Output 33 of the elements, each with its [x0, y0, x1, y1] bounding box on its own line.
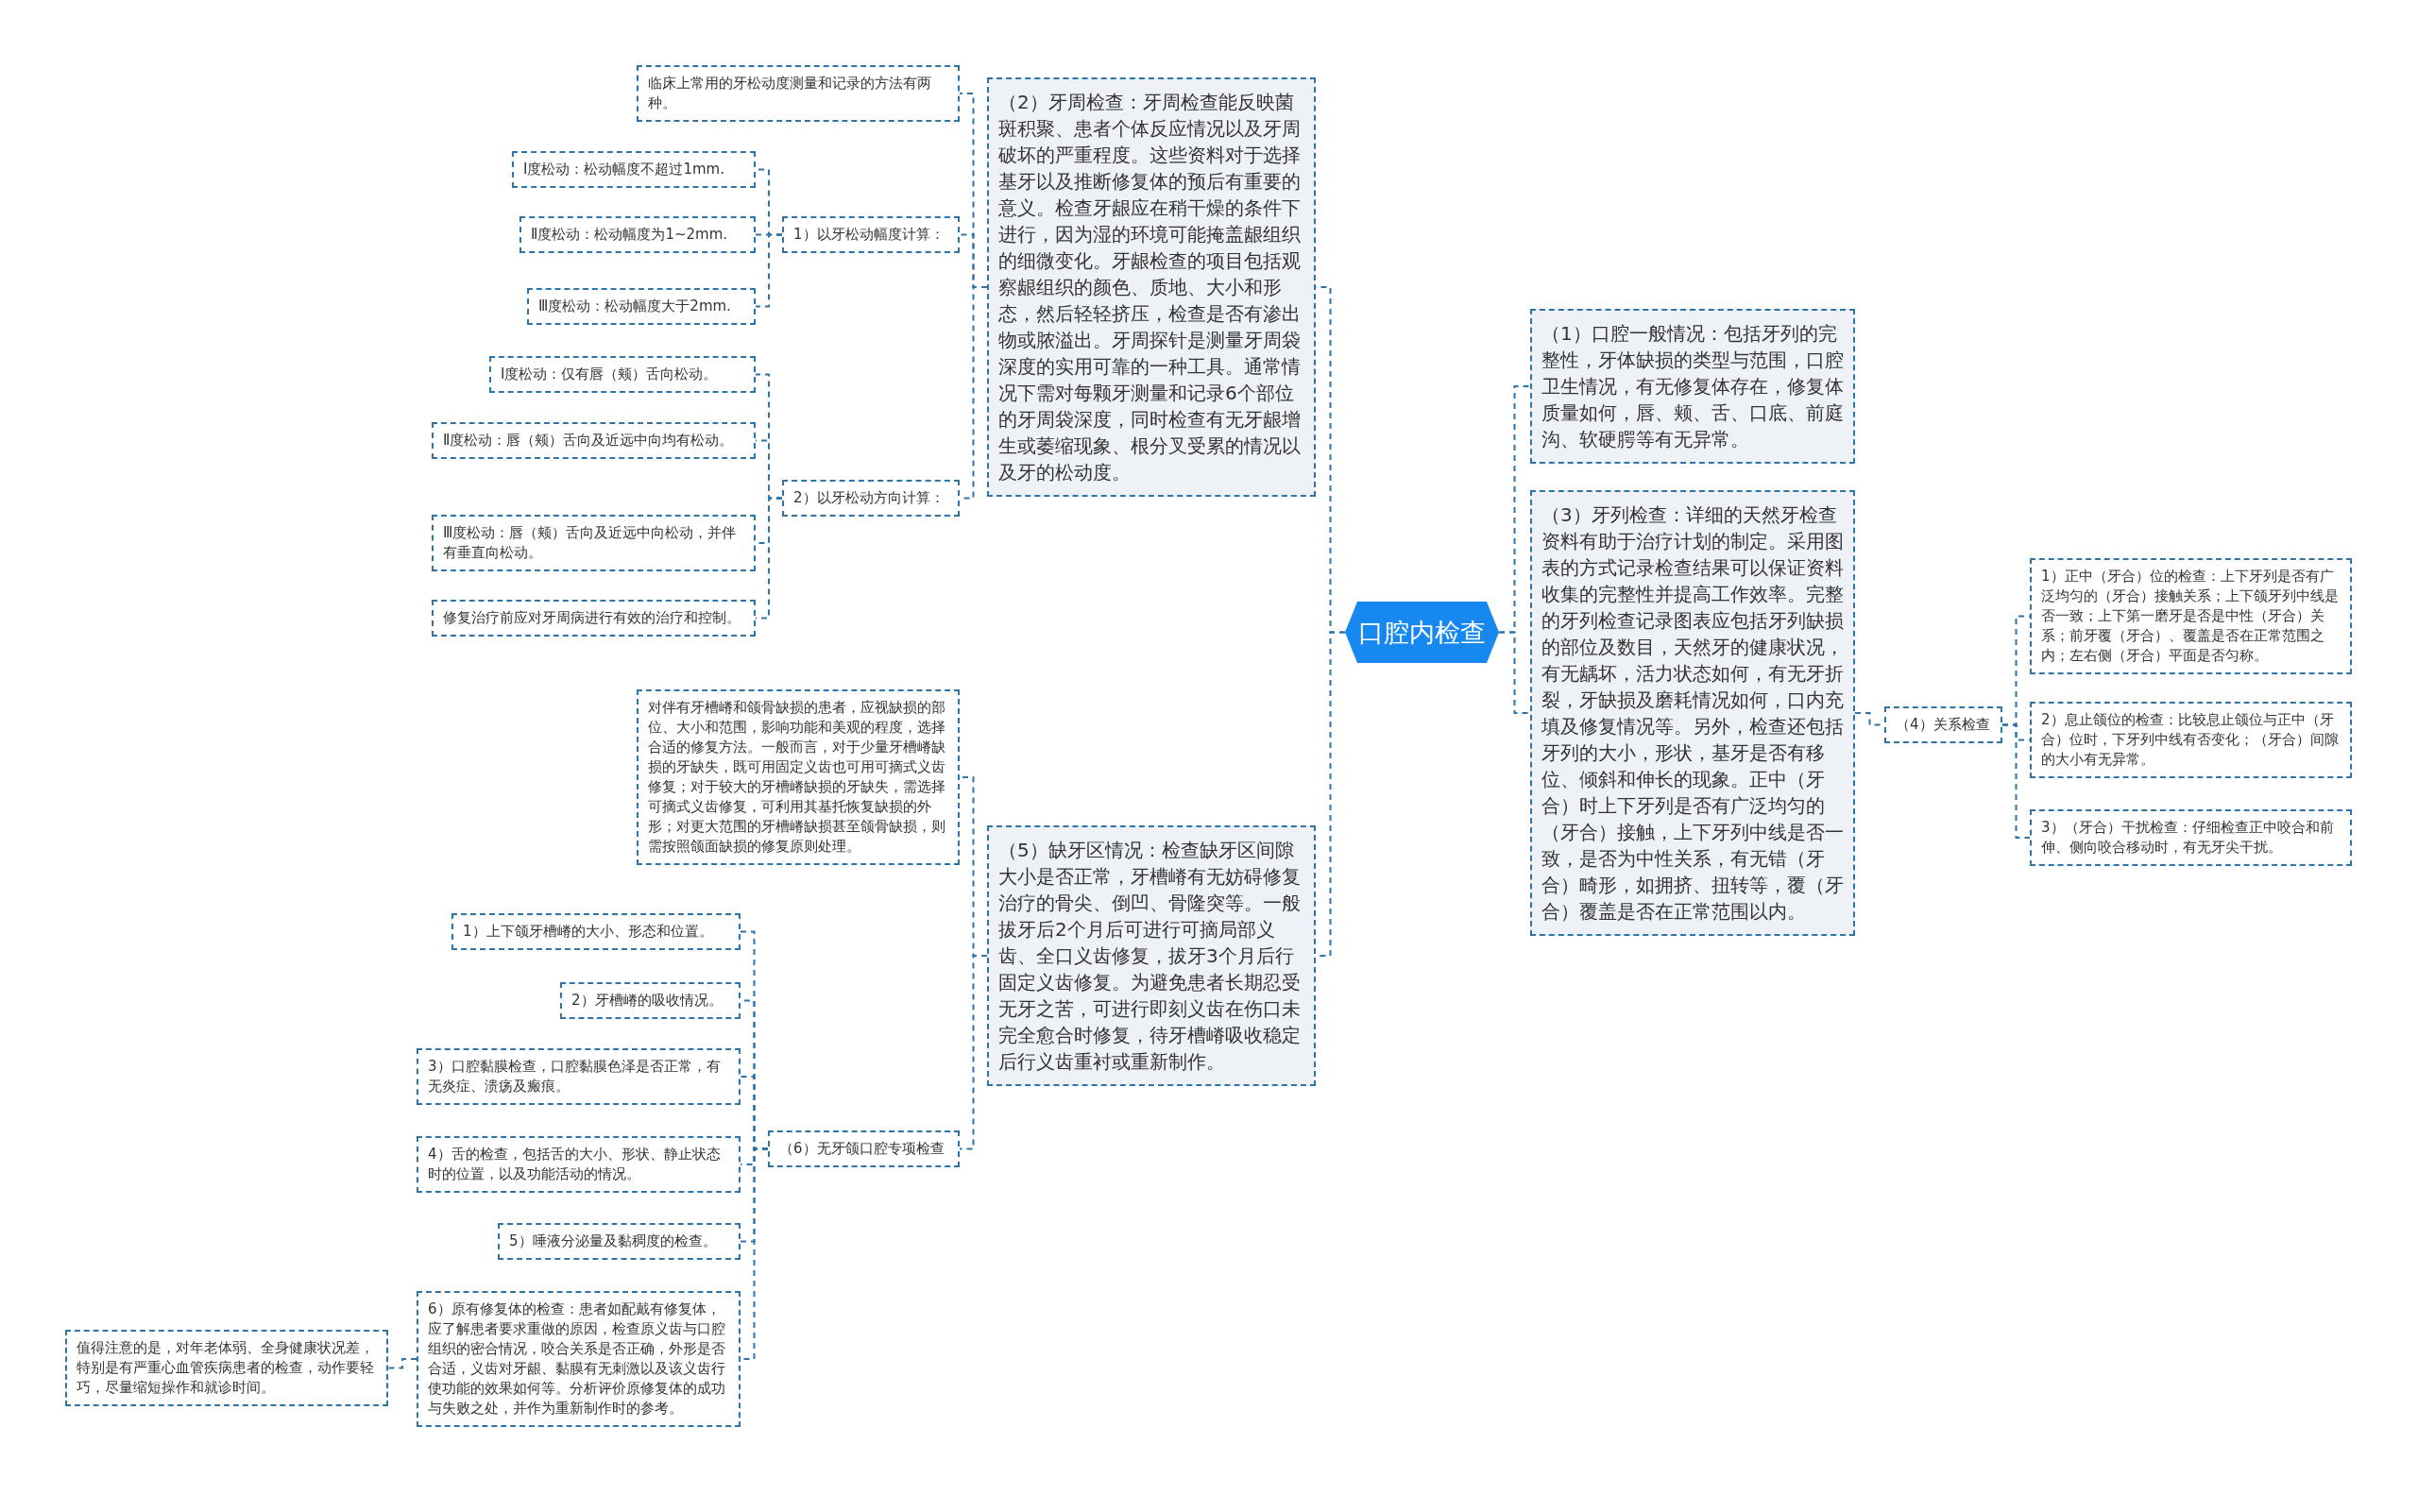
subtopic-box: 值得注意的是，对年老体弱、全身健康状况差，特别是有严重心血管疾病患者的检查，动作要轻巧，尽量缩短操作和就诊时间。	[65, 1330, 388, 1406]
connector-line	[755, 233, 783, 308]
subtopic-box: Ⅲ度松动：唇（颊）舌向及近远中向松动，并伴有垂直向松动。	[432, 515, 756, 571]
subtopic-box: Ⅰ度松动：松动幅度不超过1mm.	[512, 151, 756, 188]
topic-box: （2）牙周检查：牙周检查能反映菌斑积聚、患者个体反应情况以及牙周破坏的严重程度。这些资料对于选择基牙以及推断修复体的预后有重要的意义。检查牙龈应在稍干燥的条件下进行，因为湿的环境可能掩盖龈组织的细微变化。牙龈检查的项目包括观察龈组织的颜色、质地、大小和形态，然后轻轻挤压，检查是否有渗出物或脓溢出。牙周探针是测量牙周袋深度的实用可靠的一种工具。通常情况下需对每颗牙测量和记录6个部位的牙周袋深度，同时检查有无牙龈增生或萎缩现象、根分叉受累的情况以及牙的松动度。	[987, 77, 1316, 497]
subtopic-box: 临床上常用的牙松动度测量和记录的方法有两种。	[637, 65, 960, 122]
subtopic-box: 1）以牙松动幅度计算：	[782, 216, 960, 253]
subtopic-box: 3）（牙合）干扰检查：仔细检查正中咬合和前伸、侧向咬合移动时，有无牙尖干扰。	[2030, 809, 2352, 866]
subtopic-box: （6）无牙颌口腔专项检查	[768, 1130, 960, 1167]
subtopic-box: 修复治疗前应对牙周病进行有效的治疗和控制。	[432, 600, 756, 637]
subtopic-box: 4）舌的检查，包括舌的大小、形状、静止状态时的位置，以及功能活动的情况。	[417, 1136, 741, 1193]
subtopic-box: 6）原有修复体的检查：患者如配戴有修复体，应了解患者要求重做的原因，检查原义齿与口腔组织的密合情况，咬合关系是否正确，外形是否合适，义齿对牙龈、黏膜有无刺激以及该义齿行使功能的效果如何等。分析评价原修复体的成功与失败之处，并作为重新制作时的参考。	[417, 1291, 741, 1427]
subtopic-box: 5）唾液分泌量及黏稠度的检查。	[498, 1223, 741, 1260]
central-topic: 口腔内检查	[1345, 602, 1499, 663]
subtopic-box: 对伴有牙槽嵴和颌骨缺损的患者，应视缺损的部位、大小和范围，影响功能和美观的程度，选择合适的修复方法。一般而言，对于少量牙槽嵴缺损的牙缺失，既可用固定义齿也可用可摘式义齿修复；对于较大的牙槽嵴缺损的牙缺失，需选择可摘式义齿修复，可利用其基托恢复缺损的外形；对更大范围的牙槽嵴缺损甚至颌骨缺损，则需按照颌面缺损的修复原则处理。	[637, 689, 960, 865]
subtopic-box: Ⅰ度松动：仅有唇（颊）舌向松动。	[489, 356, 756, 393]
subtopic-box: Ⅱ度松动：唇（颊）舌向及近远中向均有松动。	[432, 422, 756, 459]
subtopic-box: 1）正中（牙合）位的检查：上下牙列是否有广泛均匀的（牙合）接触关系；上下颌牙列中线是否一致；上下第一磨牙是否是中性（牙合）关系；前牙覆（牙合）、覆盖是否在正常范围之内；左右侧（牙合）平面是否匀称。	[2030, 558, 2352, 674]
connector-line	[1498, 631, 1531, 714]
subtopic-box: （4）关系检查	[1884, 706, 2002, 743]
subtopic-box: 1）上下颌牙槽嵴的大小、形态和位置。	[451, 913, 741, 950]
topic-box: （1）口腔一般情况：包括牙列的完整性，牙体缺损的类型与范围，口腔卫生情况，有无修复体存在，修复体质量如何，唇、颊、舌、口底、前庭沟、软硬腭等有无异常。	[1530, 309, 1855, 464]
subtopic-box: Ⅱ度松动：松动幅度为1~2mm.	[519, 216, 756, 253]
subtopic-box: 2）牙槽嵴的吸收情况。	[560, 982, 741, 1019]
connector-line	[387, 1358, 417, 1369]
connector-line	[2001, 723, 2031, 839]
subtopic-box: 2）息止颌位的检查：比较息止颌位与正中（牙合）位时，下牙列中线有否变化；（牙合）间隙的大小有无异常。	[2030, 702, 2352, 778]
connector-line	[959, 955, 988, 1150]
topic-box: （5）缺牙区情况：检查缺牙区间隙大小是否正常，牙槽嵴有无妨碍修复治疗的骨尖、倒凹、骨隆突等。一般拔牙后2个月后可进行可摘局部义齿、全口义齿修复，拔牙3个月后行固定义齿修复。为避免患者长期忍受无牙之苦，可进行即刻义齿在伤口未完全愈合时修复，待牙槽嵴吸收稳定后行义齿重衬或重新制作。	[987, 825, 1316, 1086]
subtopic-box: Ⅲ度松动：松动幅度大于2mm.	[527, 288, 756, 325]
subtopic-box: 2）以牙松动方向计算：	[782, 480, 960, 517]
topic-box: （3）牙列检查：详细的天然牙检查资料有助于治疗计划的制定。采用图表的方式记录检查结果可以保证资料收集的完整性并提高工作效率。完整的牙列检查记录图表应包括牙列缺损的部位及数目，天然牙的健康状况，有无龋坏，活力状态如何，有无牙折裂，牙缺损及磨耗情况如何，口内充填及修复情况等。另外，检查还包括牙列的大小，形状，基牙是否有移位、倾斜和伸长的现象。正中（牙合）时上下牙列是否有广泛均匀的（牙合）接触，上下牙列中线是否一致，是否为中性关系，有无错（牙合）畸形，如拥挤、扭转等，覆（牙合）覆盖是否在正常范围以内。	[1530, 490, 1855, 936]
subtopic-box: 3）口腔黏膜检查，口腔黏膜色泽是否正常，有无炎症、溃疡及瘢痕。	[417, 1048, 741, 1105]
